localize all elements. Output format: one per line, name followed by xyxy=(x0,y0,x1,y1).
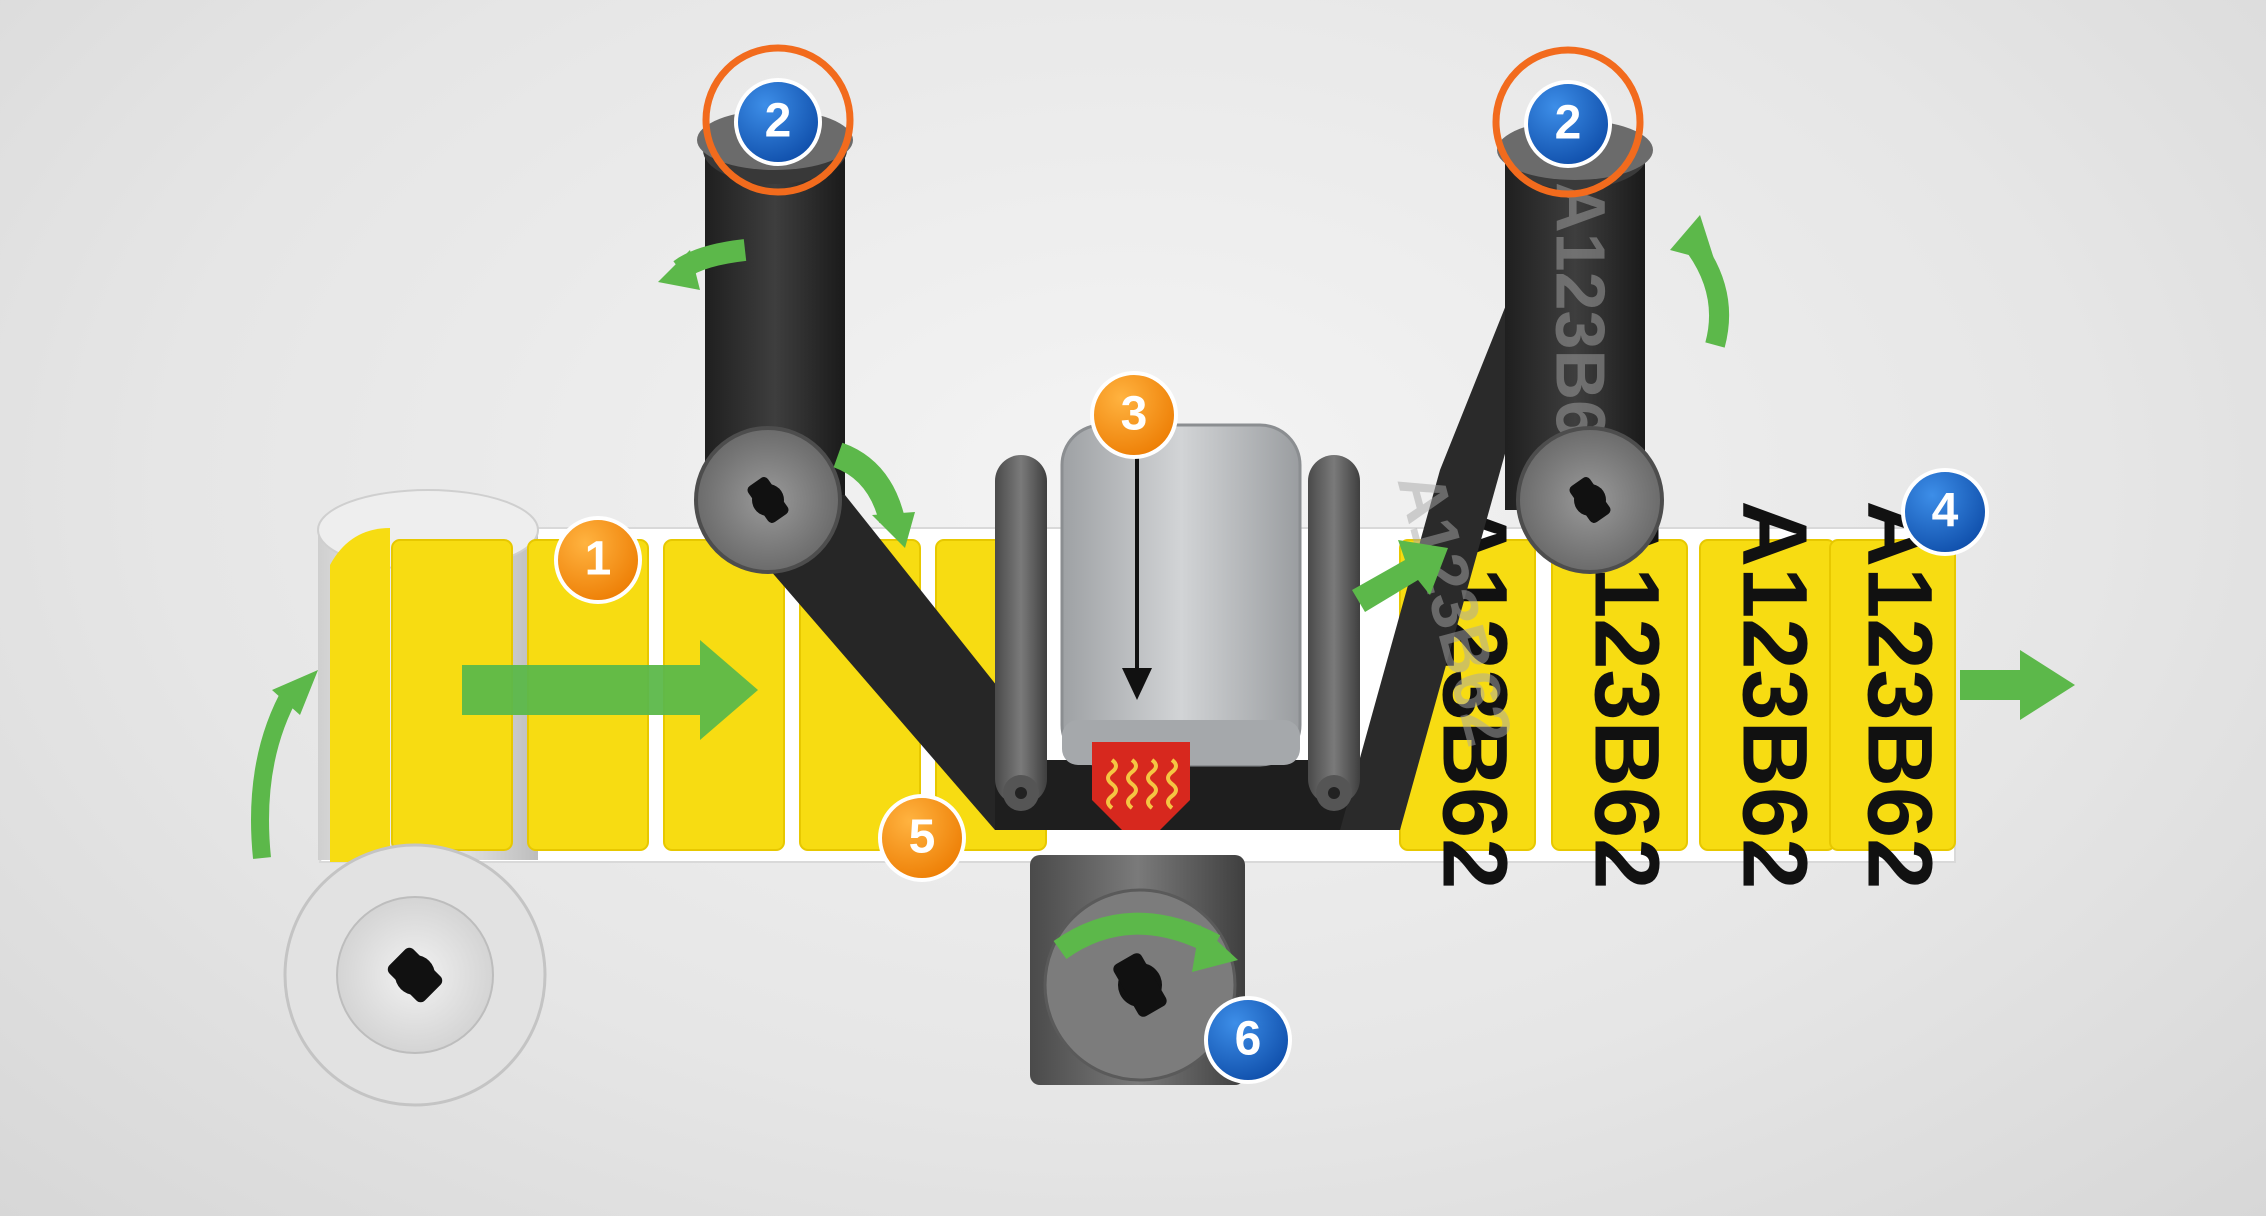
callout-4-number: 4 xyxy=(1932,485,1959,538)
rotation-arrow-icon xyxy=(658,239,747,290)
press-arrow-icon xyxy=(1122,445,1152,700)
callout-3-badge: 3 xyxy=(1090,371,1178,459)
rotation-arrow-icon xyxy=(251,670,318,859)
label-supply-roll xyxy=(283,843,547,1107)
callout-5-number: 5 xyxy=(909,811,936,864)
callout-5-badge: 5 xyxy=(878,794,966,882)
printed-label-text: A123B62 xyxy=(1849,501,1951,890)
heating-element-icon xyxy=(1092,742,1190,830)
callout-3-number: 3 xyxy=(1121,388,1148,441)
print-head-assembly xyxy=(995,423,1360,830)
callout-1-number: 1 xyxy=(585,533,612,586)
flow-arrow-icon xyxy=(462,640,758,740)
highlight-ring xyxy=(702,44,854,196)
rotation-arrow-icon xyxy=(1670,215,1730,348)
flow-arrow-icon xyxy=(1352,540,1448,612)
callout-4-badge: 4 xyxy=(1901,468,1989,556)
printed-label-group: A123B62 A123B62 A123B62 A123B62 xyxy=(1399,501,1956,890)
rotation-arrow-icon xyxy=(833,442,915,548)
flow-arrow-icon xyxy=(1960,650,2075,720)
highlight-ring xyxy=(1492,46,1644,198)
printed-label-text: A123B62 xyxy=(1724,501,1826,890)
rotation-arrow-icon xyxy=(1053,912,1238,972)
callout-6-badge: 6 xyxy=(1204,996,1292,1084)
callout-1-badge: 1 xyxy=(554,516,642,604)
callout-2-number: 2 xyxy=(765,95,792,148)
callout-2-badge: 2 xyxy=(1524,80,1612,168)
callout-6-number: 6 xyxy=(1235,1013,1262,1066)
callout-2-badge: 2 xyxy=(734,78,822,166)
callout-2-number: 2 xyxy=(1555,97,1582,150)
